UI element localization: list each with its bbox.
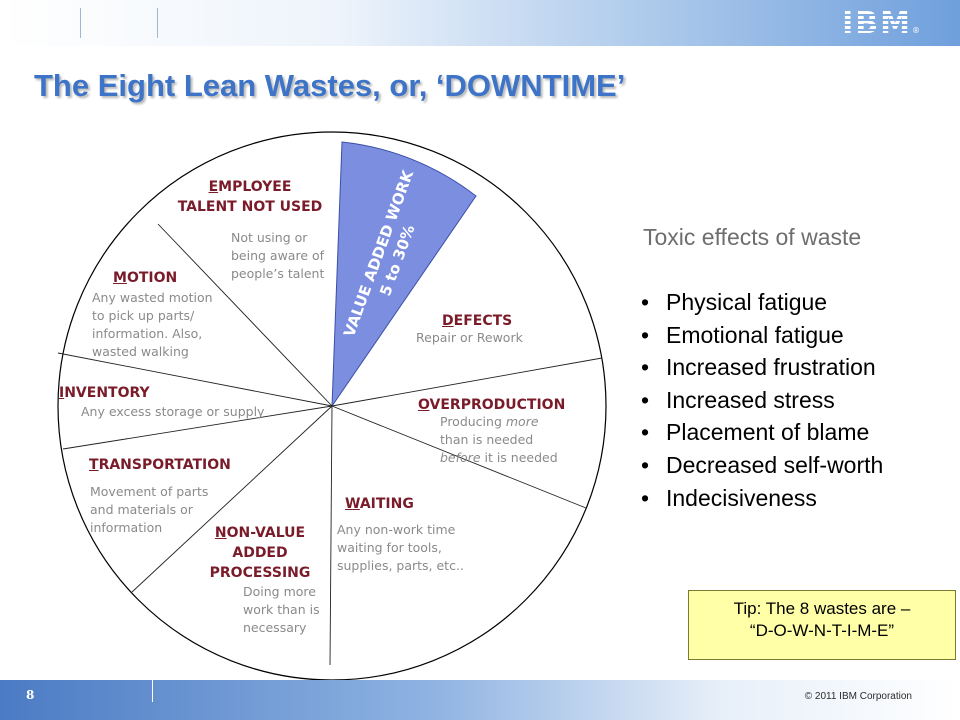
waste-letter: N bbox=[214, 525, 227, 541]
waste-letter: W bbox=[345, 496, 360, 512]
waste-motion-label: MOTION bbox=[113, 270, 178, 286]
value-added-wedge bbox=[331, 141, 477, 408]
waste-overproduction-description: Producing more than is needed before it … bbox=[440, 414, 558, 465]
waste-transportation-label: TRANSPORTATION bbox=[89, 457, 231, 473]
copyright: © 2011 IBM Corporation bbox=[804, 691, 912, 702]
toxic-effect-text: Increased frustration bbox=[666, 354, 876, 381]
toxic-effect-item: • Increased frustration bbox=[641, 351, 883, 384]
page-number: 8 bbox=[26, 688, 35, 702]
waste-waiting-label: WAITING bbox=[345, 496, 414, 512]
toxic-effect-text: Indecisiveness bbox=[666, 484, 817, 511]
banner-divider bbox=[157, 8, 158, 38]
waste-letter: D bbox=[442, 313, 454, 329]
divider-transportation-inventory bbox=[62, 405, 333, 450]
bullet-icon: • bbox=[641, 354, 650, 381]
toxic-effect-text: Decreased self-worth bbox=[666, 451, 884, 478]
waste-letter: O bbox=[418, 397, 430, 413]
toxic-effect-item: • Indecisiveness bbox=[641, 482, 883, 515]
toxic-effect-text: Placement of blame bbox=[666, 419, 870, 446]
footer-divider bbox=[152, 680, 153, 702]
toxic-effect-item: • Decreased self-worth bbox=[641, 449, 883, 482]
waste-inventory-label: INVENTORY bbox=[59, 385, 150, 401]
ibm-logo: IBM bbox=[842, 6, 912, 41]
toxic-effects-title: Toxic effects of waste bbox=[643, 224, 862, 250]
waste-motion-description: Any wasted motion to pick up parts/ info… bbox=[92, 290, 213, 359]
toxic-effect-item: • Increased stress bbox=[641, 384, 883, 417]
bullet-icon: • bbox=[641, 451, 650, 478]
divider-overproduction-waiting bbox=[331, 405, 587, 509]
page-title: The Eight Lean Wastes, or, ‘DOWNTIME’ bbox=[34, 68, 626, 103]
waste-defects-label: DEFECTS bbox=[442, 313, 513, 329]
waste-letter: I bbox=[59, 385, 65, 401]
toxic-effect-text: Physical fatigue bbox=[666, 289, 828, 315]
waste-employee-description: Not using or being aware of people’s tal… bbox=[231, 230, 325, 281]
waste-letter: E bbox=[208, 179, 219, 195]
divider-nonvalue-transportation bbox=[131, 405, 333, 593]
top-banner bbox=[0, 0, 960, 46]
bullet-icon: • bbox=[641, 321, 650, 348]
toxic-effect-item: • Placement of blame bbox=[641, 416, 883, 449]
toxic-effect-item: • Physical fatigue bbox=[641, 286, 883, 319]
waste-transportation-description: Movement of parts and materials or infor… bbox=[90, 484, 209, 535]
bullet-icon: • bbox=[641, 289, 650, 315]
waste-employee-label: EMPLOYEE TALENT NOT USED bbox=[177, 179, 323, 215]
waste-letter: M bbox=[113, 270, 127, 286]
tip-line-2: “D-O-W-N-T-I-M-E” bbox=[749, 621, 895, 640]
waste-waiting-description: Any non-work time waiting for tools, sup… bbox=[337, 522, 464, 573]
toxic-effect-item: • Emotional fatigue bbox=[641, 319, 883, 352]
bottom-banner bbox=[0, 680, 960, 720]
waste-letter: T bbox=[89, 457, 99, 473]
divider-motion-employee bbox=[157, 223, 333, 407]
bullet-icon: • bbox=[641, 419, 650, 446]
bullet-icon: • bbox=[641, 484, 650, 511]
toxic-effect-text: Increased stress bbox=[666, 386, 835, 413]
divider-inventory-motion bbox=[57, 352, 333, 407]
waste-defects-description: Repair or Rework bbox=[416, 330, 523, 345]
divider-defects-overproduction bbox=[331, 357, 603, 407]
waste-overproduction-label: OVERPRODUCTION bbox=[418, 397, 566, 413]
tip-box: Tip: The 8 wastes are – “D-O-W-N-T-I-M-E… bbox=[688, 590, 956, 660]
toxic-effect-text: Emotional fatigue bbox=[666, 321, 844, 348]
divider-waiting-nonvalue bbox=[329, 405, 333, 666]
waste-nonvalue-description: Doing more work than is necessary bbox=[243, 584, 320, 635]
waste-nonvalue-label: NON-VALUE ADDED PROCESSING bbox=[209, 525, 311, 581]
tip-line-1: Tip: The 8 wastes are – bbox=[733, 599, 911, 618]
bullet-icon: • bbox=[641, 386, 650, 413]
toxic-effects-list: • Physical fatigue • Emotional fatigue • Incr… bbox=[641, 286, 883, 514]
registered-mark: ® bbox=[912, 26, 920, 35]
banner-divider bbox=[80, 8, 81, 38]
wheel-dividers bbox=[57, 223, 603, 666]
waste-inventory-description: Any excess storage or supply bbox=[81, 404, 265, 419]
